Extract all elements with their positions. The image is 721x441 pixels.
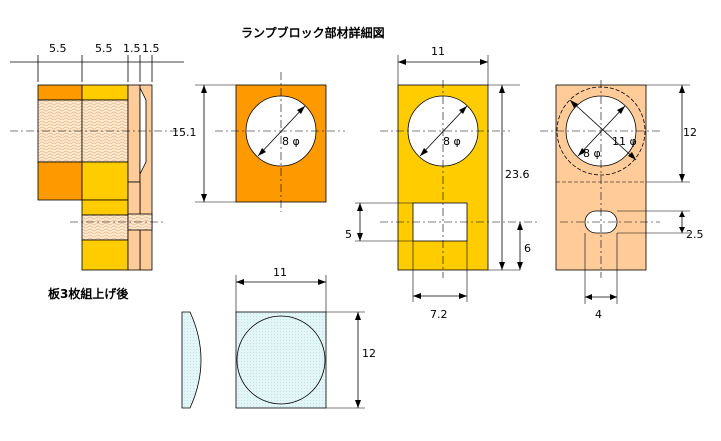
dim-mid-window-width: 7.2: [430, 308, 448, 321]
assembled-caption: 板3枚組上げ後: [48, 286, 129, 301]
dim-back-outer-hole: 11 φ: [612, 135, 637, 148]
dim-mid-window-offset: 6: [524, 242, 531, 255]
dim-front-hole: 8 φ: [282, 135, 300, 148]
middle-plate-view: 8 φ 11 23.6 5 6: [345, 45, 540, 321]
front-plate-view: 8 φ 15.1: [172, 72, 345, 212]
dim-mid-hole: 8 φ: [443, 135, 461, 148]
lens-views: 11 12: [181, 266, 376, 409]
dim-side-w3: 1.5: [123, 42, 141, 55]
dim-side-w2: 5.5: [95, 42, 113, 55]
dim-lens-height: 12: [362, 347, 376, 360]
diagram-title: ランプブロック部材詳細図: [241, 25, 385, 40]
assembled-side-view: 5.5 5.5 1.5 1.5 板3枚組上げ後: [10, 42, 184, 301]
dim-lens-width: 11: [273, 266, 287, 279]
dim-back-inner-hole: 8 φ: [583, 147, 601, 160]
dim-back-slot-height: 2.5: [686, 228, 704, 241]
dim-front-height: 15.1: [172, 126, 197, 139]
dim-mid-height: 23.6: [505, 168, 530, 181]
dim-side-w1: 5.5: [49, 42, 67, 55]
dim-mid-width: 11: [431, 45, 445, 58]
dim-back-top: 12: [683, 126, 697, 139]
dim-side-w4: 1.5: [142, 42, 160, 55]
back-plate-view: 8 φ 11 φ 12 2.5 4: [540, 80, 704, 321]
dim-mid-window-height: 5: [345, 228, 352, 241]
dim-back-slot-width: 4: [595, 308, 602, 321]
